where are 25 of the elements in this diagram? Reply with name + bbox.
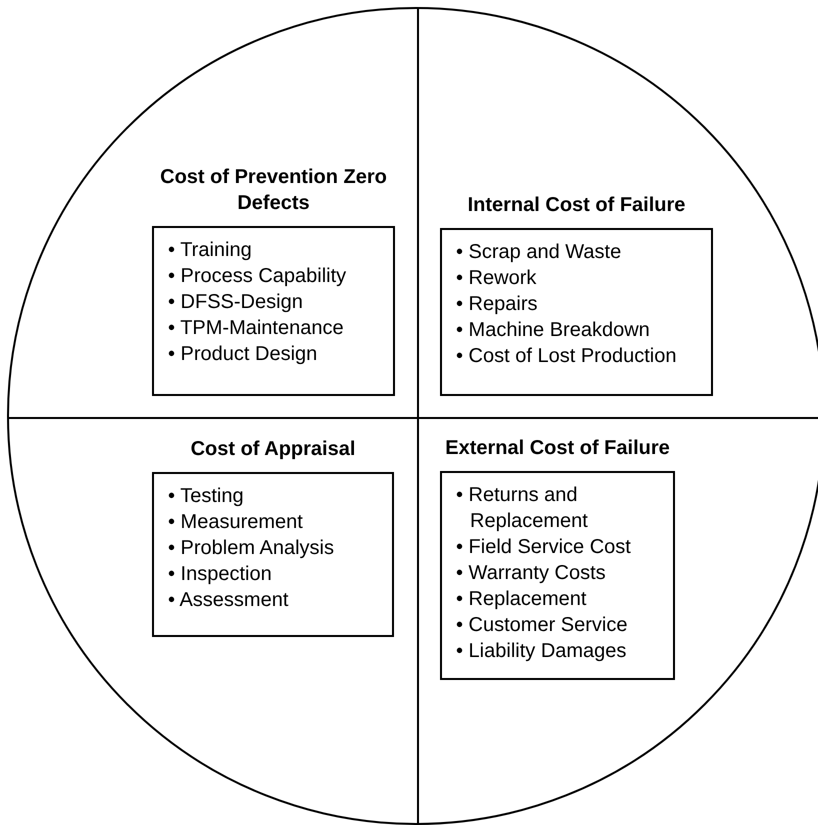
- list-item: • Repairs: [456, 292, 538, 317]
- section-heading: Cost of Prevention Zero Defects: [159, 165, 388, 216]
- list-item: • TPM-Maintenance: [168, 316, 345, 341]
- list-item: • Testing: [168, 484, 245, 509]
- list-item: • Customer Service: [456, 613, 628, 638]
- list-item: • Returns and Replacement: [456, 483, 589, 534]
- list-item: • Product Design: [168, 342, 318, 367]
- section-heading: Cost of Appraisal: [190, 437, 356, 462]
- list-item: • Replacement: [456, 587, 588, 612]
- list-item: • Inspection: [168, 562, 273, 587]
- list-item: • DFSS-Design: [168, 290, 304, 315]
- list-item: • Field Service Cost: [456, 535, 632, 560]
- list-item: • Warranty Costs: [456, 561, 607, 586]
- section-heading: Internal Cost of Failure: [466, 193, 686, 218]
- list-item: • Problem Analysis: [168, 536, 335, 561]
- list-item: • Rework: [456, 266, 538, 291]
- list-item: • Assessment: [168, 588, 290, 613]
- list-item: • Scrap and Waste: [456, 240, 622, 265]
- list-item: • Training: [168, 238, 253, 263]
- list-item: • Process Capability: [168, 264, 348, 289]
- list-item: • Cost of Lost Production: [456, 344, 678, 369]
- list-item: • Measurement: [168, 510, 304, 535]
- list-item: • Machine Breakdown: [456, 318, 651, 343]
- list-item: • Liability Damages: [456, 639, 628, 664]
- section-heading: External Cost of Failure: [444, 436, 671, 461]
